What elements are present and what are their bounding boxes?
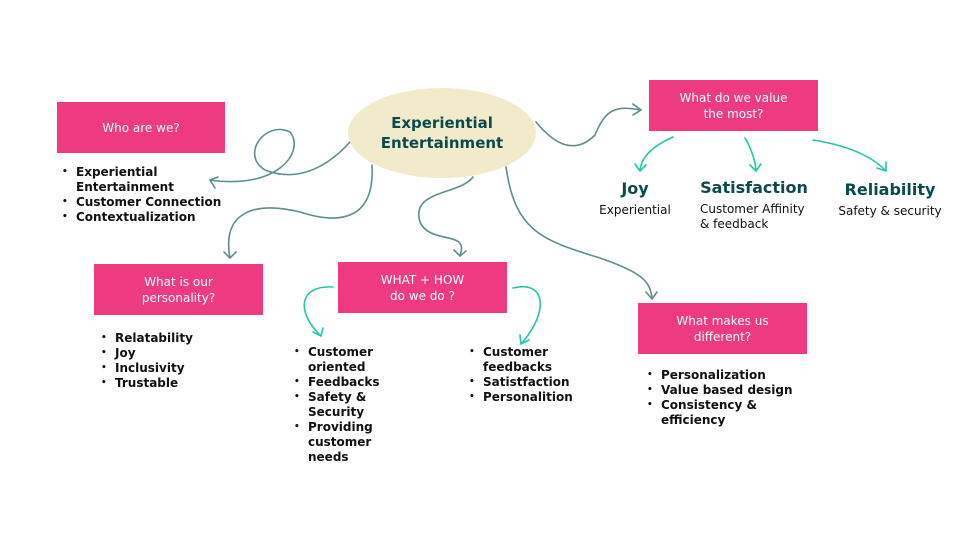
arrow-to-personality xyxy=(227,164,373,259)
arrow-to-who xyxy=(209,128,351,183)
personality-title: What is our personality? xyxy=(141,274,216,305)
arrow-head xyxy=(876,161,887,173)
list-item: Value based design xyxy=(647,383,797,398)
list-item: Personalition xyxy=(469,390,579,405)
who-title: Who are we? xyxy=(102,120,180,135)
arrow-to-joy xyxy=(639,136,674,171)
what-how-title-line2: do we do ? xyxy=(390,288,455,303)
value-sub-text: Customer Affinity & feedback xyxy=(700,202,805,231)
arrow-head xyxy=(223,251,237,260)
arrow-head xyxy=(632,103,643,116)
what-how-left-list: Customer oriented Feedbacks Safety & Sec… xyxy=(294,345,384,465)
value-sub-text: Safety & security xyxy=(838,204,942,218)
arrow-to-different xyxy=(505,166,653,299)
what-how-right-list: Customer feedbacks Satistfaction Persona… xyxy=(469,345,579,405)
list-item: Customer Connection xyxy=(62,195,222,210)
list-item: Experiential Entertainment xyxy=(62,165,222,195)
list-item: Customer feedbacks xyxy=(469,345,579,375)
arrow-to-left-list xyxy=(303,286,334,336)
list-item: Satistfaction xyxy=(469,375,579,390)
value-box: What do we value the most? xyxy=(649,80,818,131)
value-title-text: Satisfaction xyxy=(700,178,808,197)
arrow-to-reliability xyxy=(812,139,886,171)
arrow-to-satisfaction xyxy=(744,137,757,171)
central-topic-line2: Entertainment xyxy=(380,134,504,152)
list-item: Trustable xyxy=(101,376,251,391)
different-box: What makes us different? xyxy=(638,303,807,354)
list-item: Consistency & efficiency xyxy=(647,398,797,428)
different-title: What makes us different? xyxy=(676,313,769,344)
list-item: Joy xyxy=(101,346,251,361)
list-item: Customer oriented xyxy=(294,345,384,375)
central-topic-line1: Experiential xyxy=(391,114,493,132)
value-title: What do we value the most? xyxy=(679,90,788,121)
arrow-head xyxy=(453,249,467,258)
value-title-text: Joy xyxy=(621,179,649,198)
arrow-to-right-list xyxy=(512,285,542,344)
arrow-head xyxy=(634,163,647,173)
arrow-head xyxy=(312,327,324,338)
personality-box: What is our personality? xyxy=(94,264,263,315)
arrow-to-whathow xyxy=(417,176,474,256)
list-item: Personalization xyxy=(647,368,797,383)
who-are-we-box: Who are we? xyxy=(57,102,225,153)
list-item: Safety & Security xyxy=(294,390,384,420)
arrow-head xyxy=(749,163,762,173)
value-joy: Joy Experiential xyxy=(590,179,680,218)
what-how-title-line1: WHAT + HOW xyxy=(380,272,465,287)
value-title-text: Reliability xyxy=(844,180,936,199)
who-list: Experiential Entertainment Customer Conn… xyxy=(62,165,222,225)
list-item: Feedbacks xyxy=(294,375,384,390)
list-item: Relatability xyxy=(101,331,251,346)
value-satisfaction: Satisfaction Customer Affinity & feedbac… xyxy=(692,178,816,232)
personality-list: Relatability Joy Inclusivity Trustable xyxy=(101,331,251,391)
arrow-head xyxy=(519,334,530,346)
list-item: Providing customer needs xyxy=(294,420,384,465)
value-sub-text: Experiential xyxy=(599,203,671,217)
arrow-head xyxy=(645,291,658,301)
arrow-to-value xyxy=(535,107,641,147)
list-item: Inclusivity xyxy=(101,361,251,376)
value-reliability: Reliability Safety & security xyxy=(830,180,950,219)
different-list: Personalization Value based design Consi… xyxy=(647,368,797,428)
list-item: Contextualization xyxy=(62,210,222,225)
